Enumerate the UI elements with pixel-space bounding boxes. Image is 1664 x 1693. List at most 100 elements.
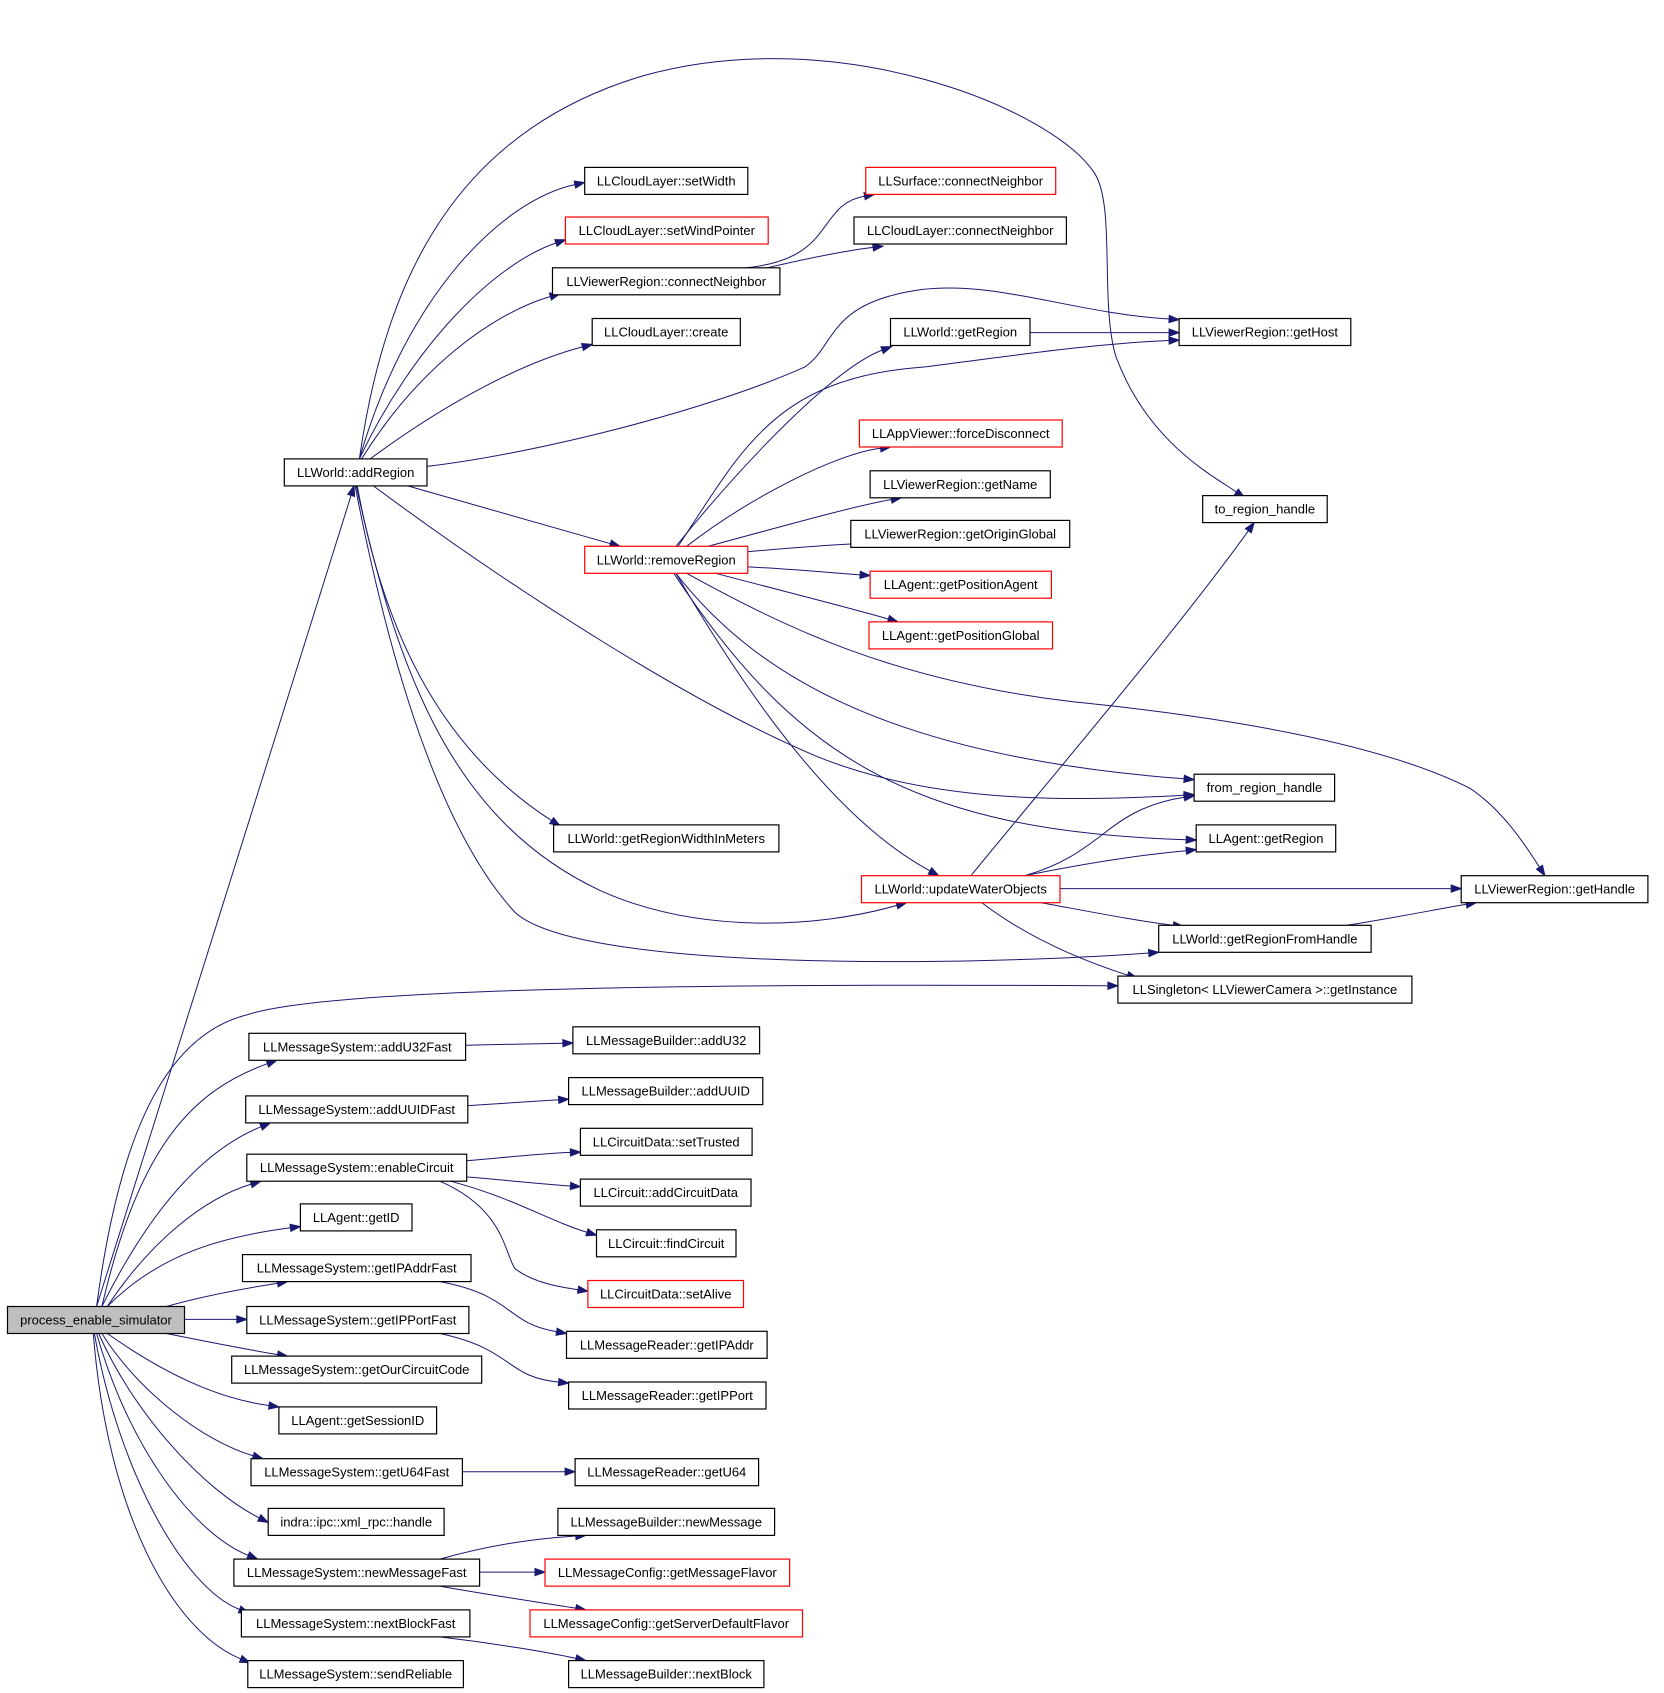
node-label: LLMessageReader::getIPAddr [580, 1337, 755, 1352]
node-cloudCreate[interactable]: LLCloudLayer::create [591, 317, 741, 347]
node-label: LLCloudLayer::create [604, 325, 728, 340]
node-removeRegion[interactable]: LLWorld::removeRegion [584, 545, 749, 574]
arrowhead [562, 1038, 575, 1048]
node-root[interactable]: process_enable_simulator [6, 1305, 186, 1335]
arrowhead [1185, 835, 1198, 844]
edge-root-to-addUUIDFast [101, 1122, 272, 1307]
node-toRegionHandle[interactable]: to_region_handle [1202, 495, 1328, 524]
node-label: LLMessageConfig::getMessageFlavor [558, 1565, 778, 1580]
arrowhead [569, 1181, 582, 1191]
node-agentGetRegion[interactable]: LLAgent::getRegion [1195, 824, 1337, 853]
node-worldGetRegion[interactable]: LLWorld::getRegion [889, 317, 1031, 347]
node-appForceDisconnect[interactable]: LLAppViewer::forceDisconnect [858, 419, 1063, 448]
node-addRegion[interactable]: LLWorld::addRegion [283, 458, 428, 487]
node-builderAddU32[interactable]: LLMessageBuilder::addU32 [572, 1026, 761, 1055]
arrowhead [1185, 846, 1198, 855]
edge-root-to-addRegion [96, 484, 356, 1307]
node-box [529, 1609, 804, 1638]
node-readerGetIPPort[interactable]: LLMessageReader::getIPPort [567, 1381, 767, 1410]
node-sendReliable[interactable]: LLMessageSystem::sendReliable [247, 1659, 465, 1689]
node-addU32Fast[interactable]: LLMessageSystem::addU32Fast [248, 1032, 467, 1061]
edge-root-to-nextBlockFast [93, 1333, 251, 1614]
arrowhead [289, 1223, 302, 1233]
node-box [591, 317, 741, 347]
node-viewerGetHost[interactable]: LLViewerRegion::getHost [1178, 317, 1352, 347]
node-getOurCircuitCode[interactable]: LLMessageSystem::getOurCircuitCode [231, 1355, 483, 1384]
node-configGetMessageFlavor[interactable]: LLMessageConfig::getMessageFlavor [544, 1558, 791, 1587]
arrowhead [268, 1401, 281, 1410]
node-label: LLAgent::getSessionID [291, 1413, 424, 1428]
node-viewerGetName[interactable]: LLViewerRegion::getName [869, 470, 1051, 499]
node-configGetServerDefaultFlavor[interactable]: LLMessageConfig::getServerDefaultFlavor [529, 1609, 804, 1638]
node-label: LLMessageBuilder::addUUID [582, 1084, 750, 1099]
arrowhead [258, 1122, 272, 1131]
node-label: LLAgent::getID [313, 1210, 400, 1225]
edge-getU64Fast-to-readerGetU64 [462, 1467, 577, 1477]
node-surfaceConnectNeighbor[interactable]: LLSurface::connectNeighbor [865, 166, 1057, 195]
node-readerGetIPAddr[interactable]: LLMessageReader::getIPAddr [565, 1330, 768, 1359]
node-box [283, 458, 428, 487]
node-viewerGetOriginGlobal[interactable]: LLViewerRegion::getOriginGlobal [850, 519, 1071, 549]
node-box [587, 1279, 745, 1309]
node-singletonGetInstance[interactable]: LLSingleton< LLViewerCamera >::getInstan… [1117, 975, 1413, 1004]
node-updateWaterObjects[interactable]: LLWorld::updateWaterObjects [860, 875, 1061, 904]
node-builderAddUUID[interactable]: LLMessageBuilder::addUUID [567, 1076, 764, 1106]
node-box [6, 1305, 186, 1335]
node-label: LLMessageSystem::addUUIDFast [258, 1102, 455, 1117]
arrowhead [1147, 948, 1161, 958]
node-agentGetSessionID[interactable]: LLAgent::getSessionID [278, 1406, 438, 1435]
node-label: LLMessageSystem::getIPAddrFast [257, 1261, 457, 1276]
edge-getRegionFromHandle-to-viewerGetHandle [1346, 900, 1478, 926]
arrowhead [1535, 864, 1546, 877]
node-label: LLCircuitData::setTrusted [593, 1134, 740, 1149]
edge-addRegion-to-getRegionFromHandle [354, 485, 1161, 963]
node-circuitSetTrusted[interactable]: LLCircuitData::setTrusted [579, 1127, 753, 1156]
node-nextBlockFast[interactable]: LLMessageSystem::nextBlockFast [240, 1609, 471, 1638]
node-viewerGetHandle[interactable]: LLViewerRegion::getHandle [1460, 875, 1649, 904]
node-box [241, 1253, 472, 1283]
node-getIPPortFast[interactable]: LLMessageSystem::getIPPortFast [246, 1305, 470, 1335]
node-label: LLMessageSystem::getU64Fast [264, 1465, 449, 1480]
node-builderNextBlock[interactable]: LLMessageBuilder::nextBlock [567, 1659, 765, 1689]
node-addUUIDFast[interactable]: LLMessageSystem::addUUIDFast [245, 1095, 469, 1124]
edge-updateWaterObjects-to-singletonGetInstance [981, 902, 1139, 980]
node-agentGetID[interactable]: LLAgent::getID [299, 1203, 413, 1232]
edge-root-to-getU64Fast [101, 1333, 265, 1460]
node-agentGetPositionGlobal[interactable]: LLAgent::getPositionGlobal [868, 621, 1054, 650]
edge-root-to-getIPAddrFast [166, 1278, 289, 1307]
edge-enableCircuit-to-circuitSetAlive [439, 1180, 590, 1294]
node-circuitSetAlive[interactable]: LLCircuitData::setAlive [587, 1279, 745, 1309]
node-newMessageFast[interactable]: LLMessageSystem::newMessageFast [233, 1558, 481, 1587]
node-box [858, 419, 1063, 448]
node-box [557, 1507, 776, 1537]
node-getRegionWidthInMeters[interactable]: LLWorld::getRegionWidthInMeters [552, 824, 780, 853]
node-cloudSetWidth[interactable]: LLCloudLayer::setWidth [584, 166, 749, 195]
edge-updateWaterObjects-to-fromRegionHandle [1024, 793, 1196, 877]
node-getRegionFromHandle[interactable]: LLWorld::getRegionFromHandle [1158, 924, 1372, 953]
node-getU64Fast[interactable]: LLMessageSystem::getU64Fast [250, 1458, 463, 1487]
node-circuitAddCircuitData[interactable]: LLCircuit::addCircuitData [579, 1178, 752, 1207]
node-circuitFindCircuit[interactable]: LLCircuit::findCircuit [595, 1229, 737, 1258]
node-label: process_enable_simulator [20, 1313, 172, 1328]
node-fromRegionHandle[interactable]: from_region_handle [1193, 773, 1336, 802]
edge-updateWaterObjects-to-toRegionHandle [970, 521, 1256, 877]
edge-viewerConnectNeighbor-to-cloudConnectNeighbor [766, 243, 885, 269]
node-box [233, 1558, 481, 1587]
node-readerGetU64[interactable]: LLMessageReader::getU64 [574, 1458, 760, 1487]
node-builderNewMessage[interactable]: LLMessageBuilder::newMessage [557, 1507, 776, 1537]
node-viewerConnectNeighbor[interactable]: LLViewerRegion::connectNeighbor [551, 267, 781, 296]
arrowhead [1244, 521, 1256, 534]
node-agentGetPositionAgent[interactable]: LLAgent::getPositionAgent [869, 570, 1052, 599]
node-box [247, 1659, 465, 1689]
node-enableCircuit[interactable]: LLMessageSystem::enableCircuit [246, 1153, 468, 1182]
edge-getIPAddrFast-to-readerGetIPAddr [439, 1281, 568, 1336]
edge-removeRegion-to-agentGetRegion [673, 573, 1198, 844]
node-label: LLAgent::getPositionAgent [884, 577, 1038, 592]
node-label: LLCloudLayer::setWidth [597, 173, 736, 188]
node-getIPAddrFast[interactable]: LLMessageSystem::getIPAddrFast [241, 1253, 472, 1283]
node-cloudConnectNeighbor[interactable]: LLCloudLayer::connectNeighbor [853, 216, 1067, 245]
node-cloudSetWindPointer[interactable]: LLCloudLayer::setWindPointer [564, 216, 769, 245]
node-xmlRpcHandle[interactable]: indra::ipc::xml_rpc::handle [267, 1507, 445, 1537]
node-label: LLMessageBuilder::addU32 [586, 1033, 746, 1048]
node-box [551, 267, 781, 296]
